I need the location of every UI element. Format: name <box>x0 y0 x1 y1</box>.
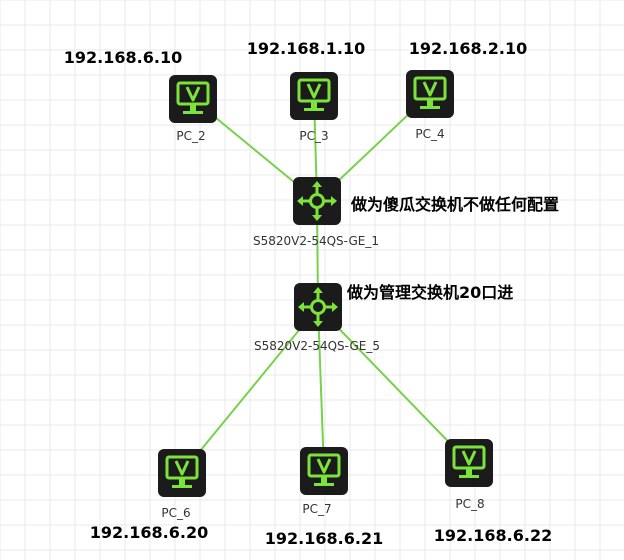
switch-1-node[interactable]: S5820V2-54QS-GE_1 <box>253 175 379 248</box>
link-sw5-pc8[interactable] <box>317 306 470 464</box>
ip-label-pc-2: 192.168.6.10 <box>64 48 182 67</box>
ip-label-pc-3: 192.168.1.10 <box>247 39 365 58</box>
switch-5-node[interactable]: S5820V2-54QS-GE_5 <box>254 281 380 353</box>
pc-3-node[interactable]: PC_3 <box>288 70 340 143</box>
monitor-icon <box>288 70 340 122</box>
device-label-pc-8: PC_8 <box>455 497 484 511</box>
pc-8-node[interactable]: PC_8 <box>443 437 495 511</box>
link-sw5-pc6[interactable] <box>181 306 319 474</box>
ip-label-pc-7: 192.168.6.21 <box>265 529 383 548</box>
device-label-switch-5: S5820V2-54QS-GE_5 <box>254 339 380 353</box>
note-switch-5: 做为管理交换机20口进 <box>346 283 513 302</box>
device-label-pc-3: PC_3 <box>299 129 328 143</box>
device-label-pc-2: PC_2 <box>176 129 205 143</box>
monitor-icon <box>167 73 219 125</box>
pc-7-node[interactable]: PC_7 <box>298 445 350 516</box>
note-switch-1: 做为傻瓜交换机不做任何配置 <box>350 195 559 214</box>
ip-label-pc-4: 192.168.2.10 <box>409 39 527 58</box>
ip-label-pc-8: 192.168.6.22 <box>434 526 552 545</box>
monitor-icon <box>298 445 350 497</box>
pc-4-node[interactable]: PC_4 <box>404 68 456 141</box>
device-label-pc-7: PC_7 <box>302 502 331 516</box>
link-sw5-pc7[interactable] <box>317 306 325 472</box>
pc-6-node[interactable]: PC_6 <box>156 447 208 520</box>
device-label-pc-4: PC_4 <box>415 127 444 141</box>
monitor-icon <box>443 437 495 489</box>
pc-2-node[interactable]: PC_2 <box>167 73 219 143</box>
switch-icon <box>292 281 344 333</box>
device-label-switch-1: S5820V2-54QS-GE_1 <box>253 234 379 248</box>
monitor-icon <box>404 68 456 120</box>
monitor-icon <box>156 447 208 499</box>
device-label-pc-6: PC_6 <box>161 506 190 520</box>
switch-icon <box>291 175 343 227</box>
ip-label-pc-6: 192.168.6.20 <box>90 523 208 542</box>
